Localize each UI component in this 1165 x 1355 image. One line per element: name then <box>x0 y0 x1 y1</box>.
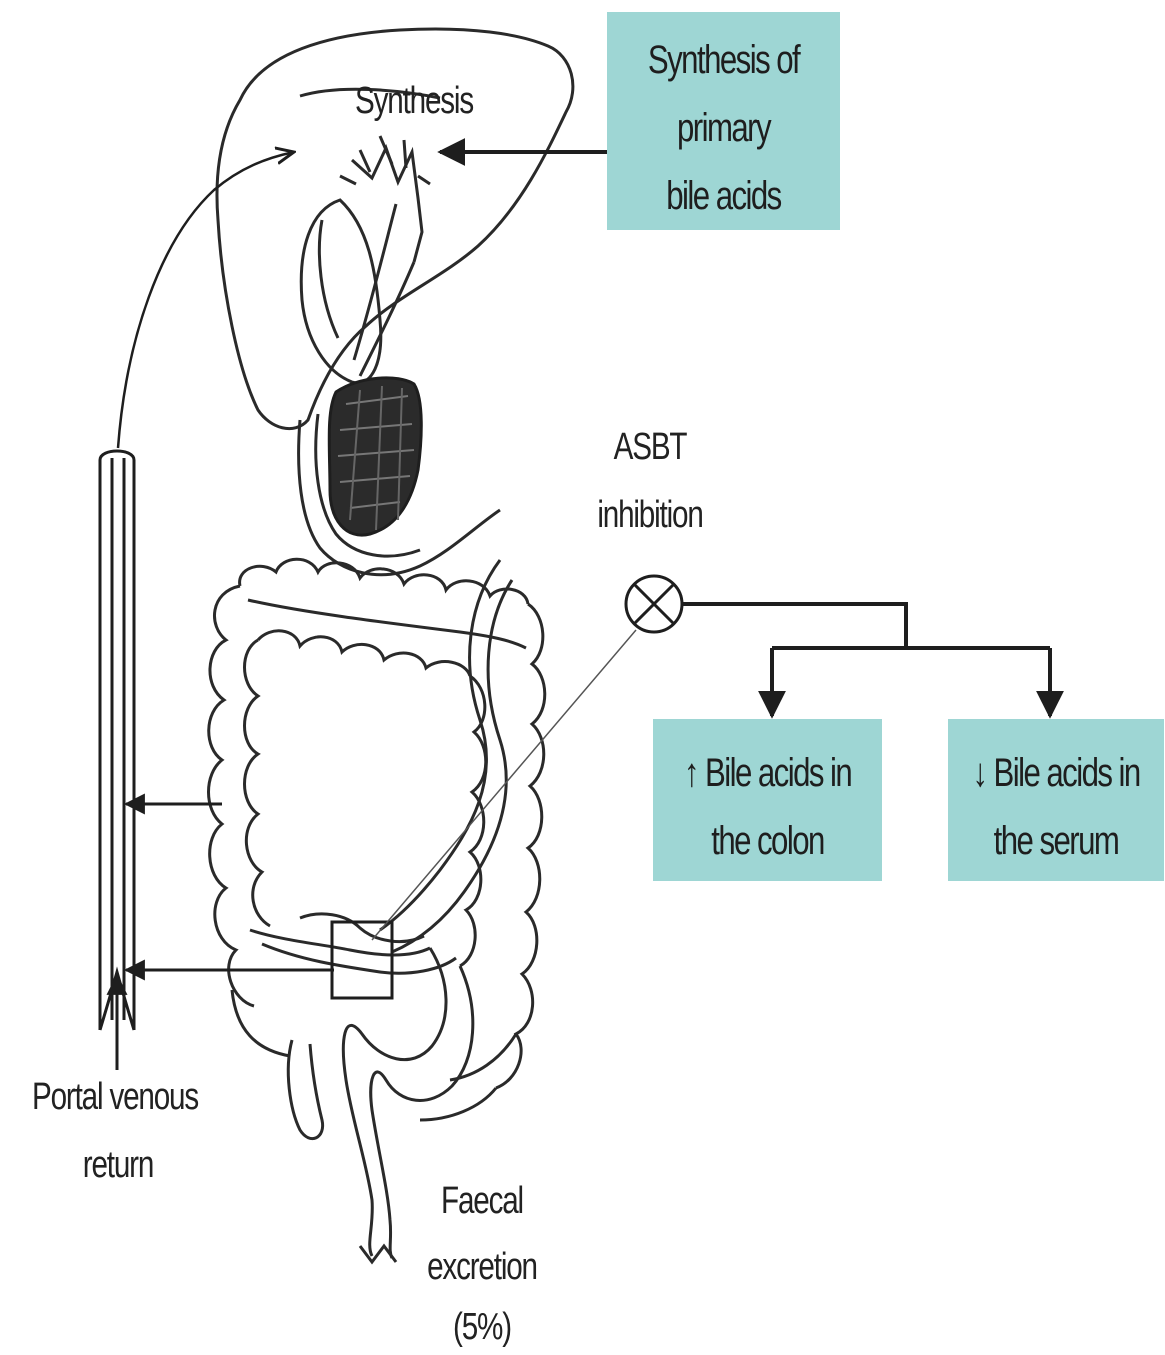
faecal-label-line-1: Faecal <box>404 1178 560 1224</box>
synthesis-label: Synthesis <box>336 78 492 124</box>
portal-to-liver-arrow <box>118 152 294 448</box>
synthesis-box-line-3: bile acids <box>633 170 815 222</box>
serum-box-line-1: ↓ Bile acids in <box>972 747 1140 799</box>
colon <box>209 559 545 1262</box>
portal-label-line-1: Portal venous <box>25 1074 204 1120</box>
synthesis-box: Synthesis of primary bile acids <box>607 12 840 230</box>
colon-box-line-2: the colon <box>678 815 857 867</box>
portal-vein <box>100 451 134 1030</box>
synthesis-box-line-1: Synthesis of <box>633 34 815 86</box>
gallbladder-and-ducts <box>301 136 430 383</box>
circle-x-icon <box>626 576 682 632</box>
asbt-label: ASBT <box>580 424 720 470</box>
serum-box: ↓ Bile acids in the serum <box>948 719 1164 881</box>
inhibition-label: inhibition <box>572 492 728 538</box>
branch-connector <box>682 604 1050 648</box>
faecal-label-line-3: (5%) <box>404 1304 560 1350</box>
inhibition-pointer-line <box>372 630 636 940</box>
ileum-focus-box <box>332 922 392 998</box>
colon-box: ↑ Bile acids in the colon <box>653 719 882 881</box>
serum-box-line-2: the serum <box>972 815 1140 867</box>
stomach <box>299 378 500 575</box>
synthesis-box-line-2: primary <box>633 102 815 154</box>
colon-box-line-1: ↑ Bile acids in <box>678 747 857 799</box>
portal-label-line-2: return <box>40 1142 196 1188</box>
faecal-label-line-2: excretion <box>404 1244 560 1290</box>
